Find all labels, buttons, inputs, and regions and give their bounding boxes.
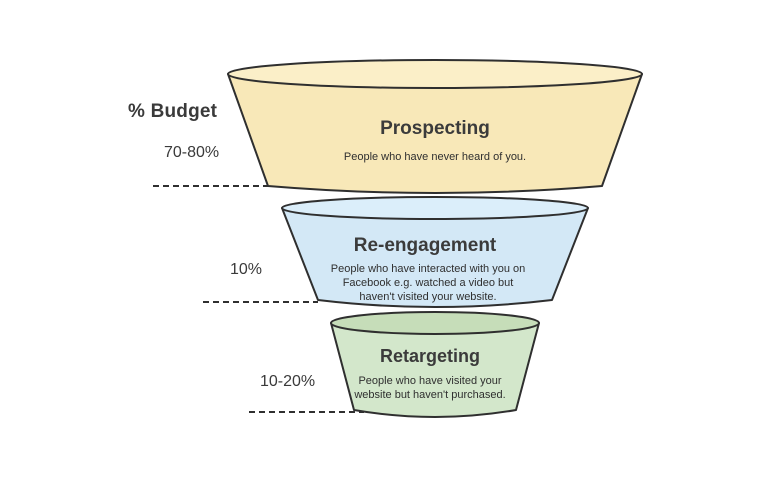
reengagement-title: Re-engagement (353, 235, 497, 256)
retargeting-title: Retargeting (379, 346, 480, 366)
retargeting-body (330, 322, 540, 418)
funnel-stage-prospecting (227, 59, 643, 194)
reengagement-description: People who have interacted with you on F… (330, 263, 526, 303)
prospecting-description: People who have never heard of you. (343, 151, 527, 163)
prospecting-body (227, 73, 643, 194)
prospecting-rim (227, 59, 643, 89)
reengagement-body (281, 207, 589, 308)
reengagement-rim (281, 196, 589, 220)
budget-retargeting: 10-20% (260, 373, 316, 390)
prospecting-title: Prospecting (380, 118, 490, 139)
retargeting-rim (330, 311, 540, 335)
funnel-stage-reengagement (281, 196, 589, 308)
budget-heading: % Budget (128, 101, 218, 122)
budget-reengagement: 10% (230, 261, 263, 278)
funnel-stage-retargeting (330, 311, 540, 418)
retargeting-description: People who have visited your website but… (354, 375, 506, 401)
budget-prospecting: 70-80% (164, 144, 220, 161)
